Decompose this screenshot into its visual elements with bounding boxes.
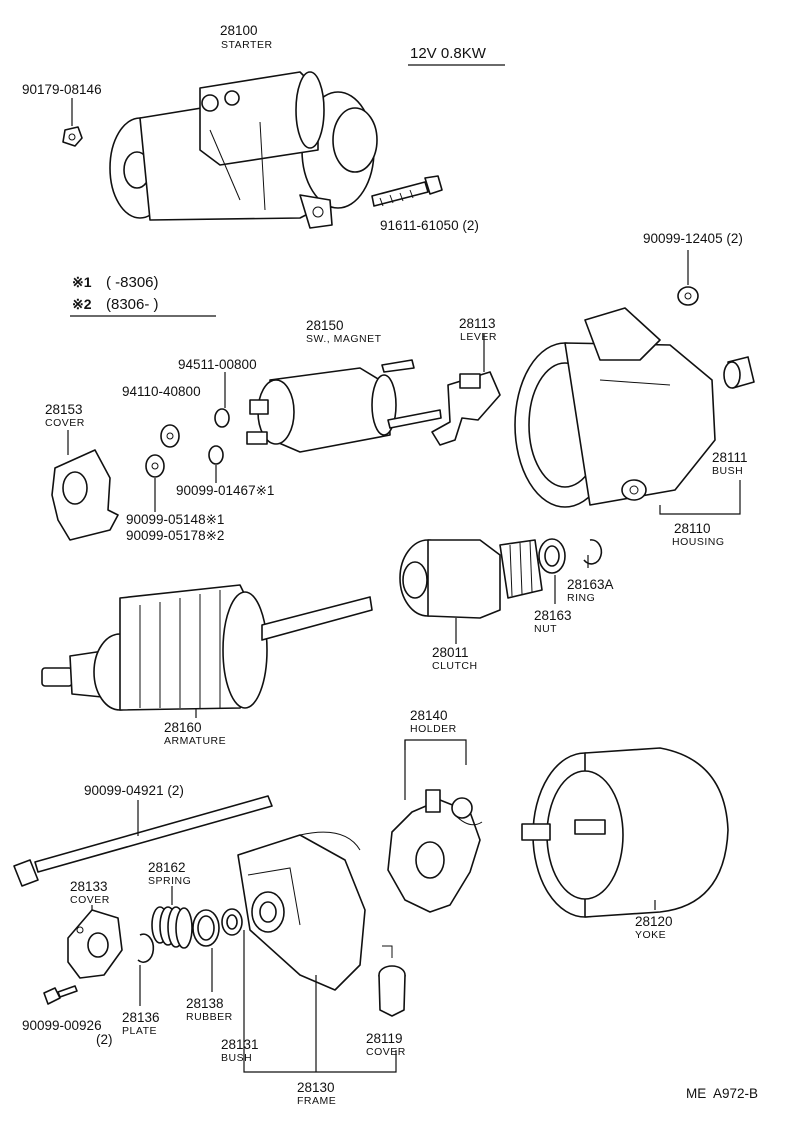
frame-bracket-line xyxy=(243,930,397,1073)
label-28140-num: 28140 xyxy=(410,708,448,723)
label-28136-name: PLATE xyxy=(122,1025,157,1037)
label-28130-num: 28130 xyxy=(297,1080,335,1095)
note-2-mark: ※2 xyxy=(72,296,92,312)
label-28140-name: HOLDER xyxy=(410,723,457,735)
label-28100-num: 28100 xyxy=(220,23,258,38)
label-28119-name: COVER xyxy=(366,1046,406,1058)
label-28111-num: 28111 xyxy=(712,450,748,465)
spec-text: 12V 0.8KW xyxy=(410,45,487,62)
label-90099-12405-num: 90099-12405 (2) xyxy=(643,231,743,246)
spring-28162-illustration xyxy=(151,886,193,949)
label-90099-05148-num: 90099-05148※1 xyxy=(126,512,224,527)
label-94110-num: 94110-40800 xyxy=(122,384,201,399)
label-28100-name: STARTER xyxy=(221,39,273,51)
label-90099-01467-num: 90099-01467※1 xyxy=(176,483,274,498)
label-28111-name: BUSH xyxy=(712,465,743,477)
label-28150-num: 28150 xyxy=(306,318,344,333)
label-90099-00926-num: 90099-00926 xyxy=(22,1018,102,1033)
starter-assembly-illustration xyxy=(109,71,378,229)
label-28163-name: NUT xyxy=(534,623,557,635)
brush-holder-illustration xyxy=(387,739,483,913)
label-28113-num: 28113 xyxy=(459,316,496,331)
nut-28163-illustration xyxy=(538,538,566,604)
label-28150-name: SW., MAGNET xyxy=(306,333,382,345)
armature-illustration xyxy=(41,584,373,718)
footer-code: ME A972-B xyxy=(686,1086,758,1101)
nut-12405-illustration xyxy=(677,250,699,306)
screw-00926-illustration xyxy=(43,985,78,1005)
spec-block: 12V 0.8KW xyxy=(408,45,505,66)
label-28138-name: RUBBER xyxy=(186,1011,233,1023)
label-90179-num: 90179-08146 xyxy=(22,82,102,97)
washer-94511-illustration xyxy=(214,372,230,428)
label-28162-num: 28162 xyxy=(148,860,186,875)
nut-05148-illustration xyxy=(145,454,165,512)
yoke-illustration xyxy=(521,747,729,918)
ring-28163A-illustration xyxy=(583,539,603,568)
bush-28131-illustration xyxy=(221,908,243,936)
washer-01467-illustration xyxy=(208,445,224,483)
label-90099-00926-qty: (2) xyxy=(96,1032,113,1047)
label-28153-name: COVER xyxy=(45,417,85,429)
note-1-text: ( -8306) xyxy=(106,274,159,291)
label-90099-05178-num: 90099-05178※2 xyxy=(126,528,224,543)
cover-28133-illustration xyxy=(67,905,123,979)
label-90099-04921-num: 90099-04921 (2) xyxy=(84,783,184,798)
rubber-28138-illustration xyxy=(192,909,220,992)
label-28120-name: YOKE xyxy=(635,929,666,941)
label-28110-num: 28110 xyxy=(674,521,711,536)
note-2-text: (8306- ) xyxy=(106,296,159,313)
label-28163A-name: RING xyxy=(567,592,595,604)
label-28120-num: 28120 xyxy=(635,914,673,929)
label-28011-num: 28011 xyxy=(432,645,469,660)
label-28160-name: ARMATURE xyxy=(164,735,226,747)
plate-28136-illustration xyxy=(137,933,155,1006)
label-28133-num: 28133 xyxy=(70,879,108,894)
bolt-91611-illustration xyxy=(371,175,443,207)
cover-28119-illustration xyxy=(378,945,406,1017)
label-28130-name: FRAME xyxy=(297,1095,336,1107)
cover-28153-illustration xyxy=(51,430,119,541)
label-28119-num: 28119 xyxy=(366,1031,403,1046)
label-91611-num: 91611-61050 (2) xyxy=(380,218,479,233)
label-28138-num: 28138 xyxy=(186,996,224,1011)
magnet-switch-illustration xyxy=(246,359,442,453)
label-94511-num: 94511-00800 xyxy=(178,357,257,372)
notes-block: ※1 ( -8306) ※2 (8306- ) xyxy=(70,274,216,317)
through-bolt-illustration xyxy=(13,795,273,887)
label-28163-num: 28163 xyxy=(534,608,572,623)
housing-bracket-line xyxy=(659,480,741,515)
label-28131-num: 28131 xyxy=(221,1037,259,1052)
bush-28111-illustration xyxy=(723,356,755,389)
label-28163A-num: 28163A xyxy=(567,577,614,592)
housing-illustration xyxy=(514,307,716,508)
label-28131-name: BUSH xyxy=(221,1052,252,1064)
label-28011-name: CLUTCH xyxy=(432,660,478,672)
label-28160-num: 28160 xyxy=(164,720,202,735)
label-28136-num: 28136 xyxy=(122,1010,160,1025)
clutch-illustration xyxy=(399,539,543,644)
lever-illustration xyxy=(431,334,501,446)
frame-illustration xyxy=(237,831,366,991)
label-28113-name: LEVER xyxy=(460,331,497,343)
nut-94110-illustration xyxy=(160,424,180,448)
part-labels: 28100 STARTER 90179-08146 91611-61050 (2… xyxy=(22,23,758,1107)
label-28110-name: HOUSING xyxy=(672,536,725,548)
note-1-mark: ※1 xyxy=(72,274,92,290)
label-28133-name: COVER xyxy=(70,894,110,906)
label-28162-name: SPRING xyxy=(148,875,191,887)
label-28153-num: 28153 xyxy=(45,402,83,417)
nut-90179-illustration xyxy=(62,98,83,147)
